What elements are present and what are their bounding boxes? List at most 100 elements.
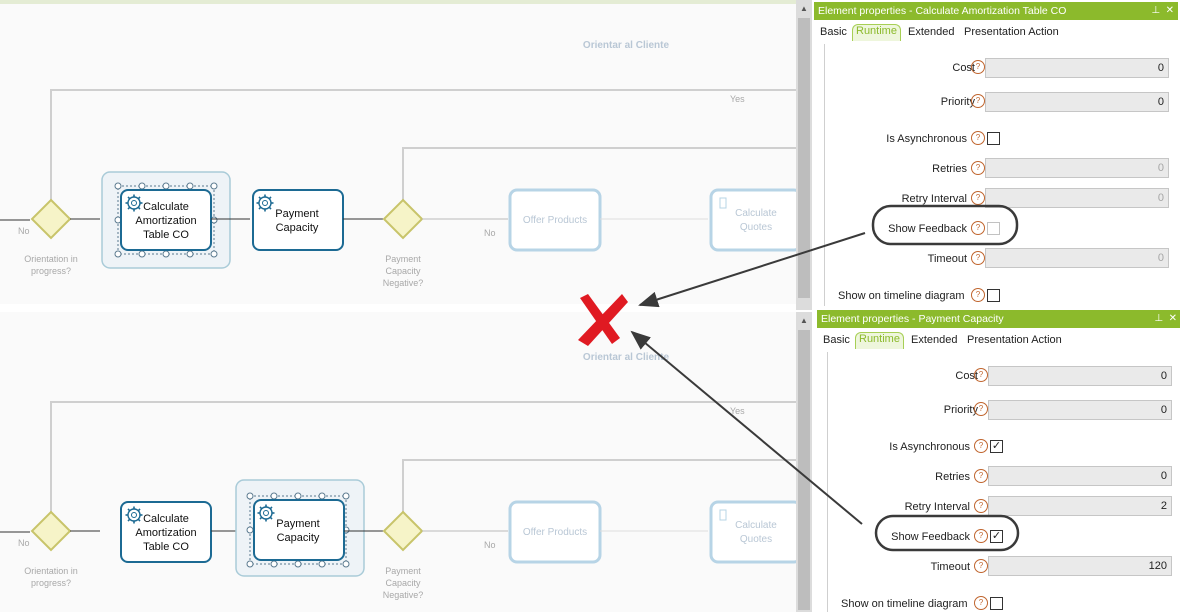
resize-handle (270, 492, 278, 500)
help-icon[interactable]: ? (974, 596, 988, 610)
diagram-top-edge (0, 0, 796, 4)
task-calculate-quotes (709, 500, 796, 564)
is-asynchronous-checkbox[interactable]: ✓ (990, 440, 1003, 453)
resize-handle (162, 250, 170, 258)
retry-interval-label: Retry Interval (901, 193, 967, 205)
scroll-thumb[interactable] (798, 18, 810, 298)
show-feedback-checkbox[interactable]: ✓ (990, 530, 1003, 543)
tab-basic[interactable]: Basic (820, 26, 847, 38)
cost-field[interactable]: 0 (985, 58, 1169, 78)
show-feedback-label: Show Feedback (891, 531, 970, 543)
gateway2-label: Payment (385, 566, 421, 576)
help-icon[interactable]: ? (971, 288, 985, 302)
diagram-top-scrollbar[interactable]: ▲ (796, 0, 812, 310)
help-icon[interactable]: ? (971, 221, 985, 235)
gear-icon (125, 506, 143, 524)
is-asynchronous-checkbox[interactable] (987, 132, 1000, 145)
resize-handle (210, 250, 218, 258)
task1-label: Amortization (135, 215, 196, 227)
resize-handle (186, 182, 194, 190)
tab-extended[interactable]: Extended (911, 334, 958, 346)
scroll-thumb[interactable] (798, 330, 810, 610)
show-feedback-label: Show Feedback (888, 223, 967, 235)
tab-presentation-action[interactable]: Presentation Action (964, 26, 1059, 38)
task2-label: Capacity (276, 222, 319, 234)
task2-label: Payment (275, 208, 318, 220)
timeout-field[interactable]: 120 (988, 556, 1172, 576)
task1-label: Calculate (143, 513, 189, 525)
resize-handle (318, 492, 326, 500)
task3-label: Offer Products (523, 527, 587, 538)
gear-icon (256, 194, 274, 212)
timeout-label: Timeout (930, 561, 970, 573)
gateway1-label: Orientation in (24, 566, 78, 576)
help-icon[interactable]: ? (971, 161, 985, 175)
help-icon[interactable]: ? (974, 469, 988, 483)
scroll-up-arrow[interactable]: ▲ (800, 4, 808, 13)
timeout-field[interactable]: 0 (985, 248, 1169, 268)
task4-label: Quotes (740, 222, 772, 233)
retry-interval-field[interactable]: 2 (988, 496, 1172, 516)
no-label: No (18, 538, 30, 548)
script-icon (719, 197, 727, 209)
help-icon[interactable]: ? (974, 439, 988, 453)
close-icon[interactable]: ✕ (1165, 5, 1174, 16)
help-icon[interactable]: ? (971, 191, 985, 205)
tab-presentation-action[interactable]: Presentation Action (967, 334, 1062, 346)
help-icon[interactable]: ? (971, 251, 985, 265)
gear-icon (257, 504, 275, 522)
priority-label: Priority (940, 96, 975, 108)
tab-basic[interactable]: Basic (823, 334, 850, 346)
retries-label: Retries (935, 471, 970, 483)
help-icon[interactable]: ? (974, 368, 988, 382)
tab-extended[interactable]: Extended (908, 26, 955, 38)
help-icon[interactable]: ? (974, 499, 988, 513)
retry-interval-label: Retry Interval (904, 501, 970, 513)
close-icon[interactable]: ✕ (1168, 313, 1177, 324)
pin-icon[interactable]: ⊥ (1151, 5, 1161, 16)
task1-label: Table CO (143, 541, 189, 553)
resize-handle (246, 560, 254, 568)
task-calculate-amortization (120, 189, 212, 251)
show-feedback-checkbox[interactable] (987, 222, 1000, 235)
resize-handle (342, 492, 350, 500)
tab-runtime[interactable]: Runtime (855, 332, 904, 349)
retries-field[interactable]: 0 (988, 466, 1172, 486)
resize-handle (210, 182, 218, 190)
panel-title-text: Element properties - Calculate Amortizat… (818, 5, 1067, 17)
retry-interval-field[interactable]: 0 (985, 188, 1169, 208)
show-on-timeline-checkbox[interactable] (987, 289, 1000, 302)
pin-icon[interactable]: ⊥ (1154, 313, 1164, 324)
gateway2-label: Capacity (385, 266, 421, 276)
help-icon[interactable]: ? (971, 94, 985, 108)
help-icon[interactable]: ? (974, 559, 988, 573)
flow-yes-loop (50, 401, 796, 522)
priority-field[interactable]: 0 (988, 400, 1172, 420)
priority-field[interactable]: 0 (985, 92, 1169, 112)
help-icon[interactable]: ? (971, 131, 985, 145)
resize-handle (114, 250, 122, 258)
diagram-bottom-scrollbar[interactable]: ▲ (796, 312, 812, 612)
show-on-timeline-checkbox[interactable] (990, 597, 1003, 610)
panel-title-text: Element properties - Payment Capacity (821, 313, 1004, 325)
scroll-up-arrow[interactable]: ▲ (800, 316, 808, 325)
panel-body: Cost ? 0 Priority ? 0 Is Asynchronous ? … (827, 352, 1180, 612)
resize-handle (138, 250, 146, 258)
retries-field[interactable]: 0 (985, 158, 1169, 178)
cost-label: Cost (952, 62, 975, 74)
gateway2-label: Negative? (383, 590, 424, 600)
cost-field[interactable]: 0 (988, 366, 1172, 386)
tab-runtime[interactable]: Runtime (852, 24, 901, 41)
show-on-timeline-label: Show on timeline diagram (838, 290, 965, 302)
resize-handle (162, 182, 170, 190)
lane-title: Orientar al Cliente (583, 352, 670, 363)
task4-label: Quotes (740, 534, 772, 545)
help-icon[interactable]: ? (974, 402, 988, 416)
is-asynchronous-label: Is Asynchronous (886, 133, 967, 145)
help-icon[interactable]: ? (974, 529, 988, 543)
show-on-timeline-label: Show on timeline diagram (841, 598, 968, 610)
task1-label: Table CO (143, 229, 189, 241)
help-icon[interactable]: ? (971, 60, 985, 74)
